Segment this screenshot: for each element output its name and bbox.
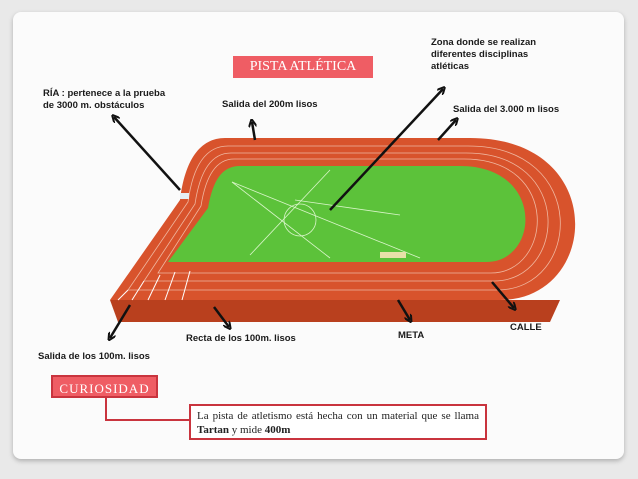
track-base [110,300,560,322]
arrows [110,89,514,338]
page-title: PISTA ATLÉTICA [233,56,373,78]
lane-lines [127,145,561,291]
start-lines [117,270,191,301]
label-salida-200: Salida del 200m lisos [222,99,318,110]
label-calle: CALLE [510,322,542,333]
label-recta-100: Recta de los 100m. lisos [186,333,296,344]
water-jump [180,193,189,199]
label-ria: RÍA : pertenece a la prueba de 3000 m. o… [43,88,166,111]
jump-pit [380,252,406,258]
curiosity-connector [105,398,189,421]
curiosity-title: CURIOSIDAD [51,375,158,398]
curiosity-text: La pista de atletismo está hecha con un … [189,404,487,440]
label-salida-100: Salida de los 100m. lisos [38,351,150,362]
infield [168,166,526,262]
label-zona: Zona donde se realizan diferentes discip… [431,37,537,72]
label-meta: META [398,330,425,341]
label-salida-3000: Salida del 3.000 m lisos [453,104,560,115]
field-markings [231,169,421,259]
